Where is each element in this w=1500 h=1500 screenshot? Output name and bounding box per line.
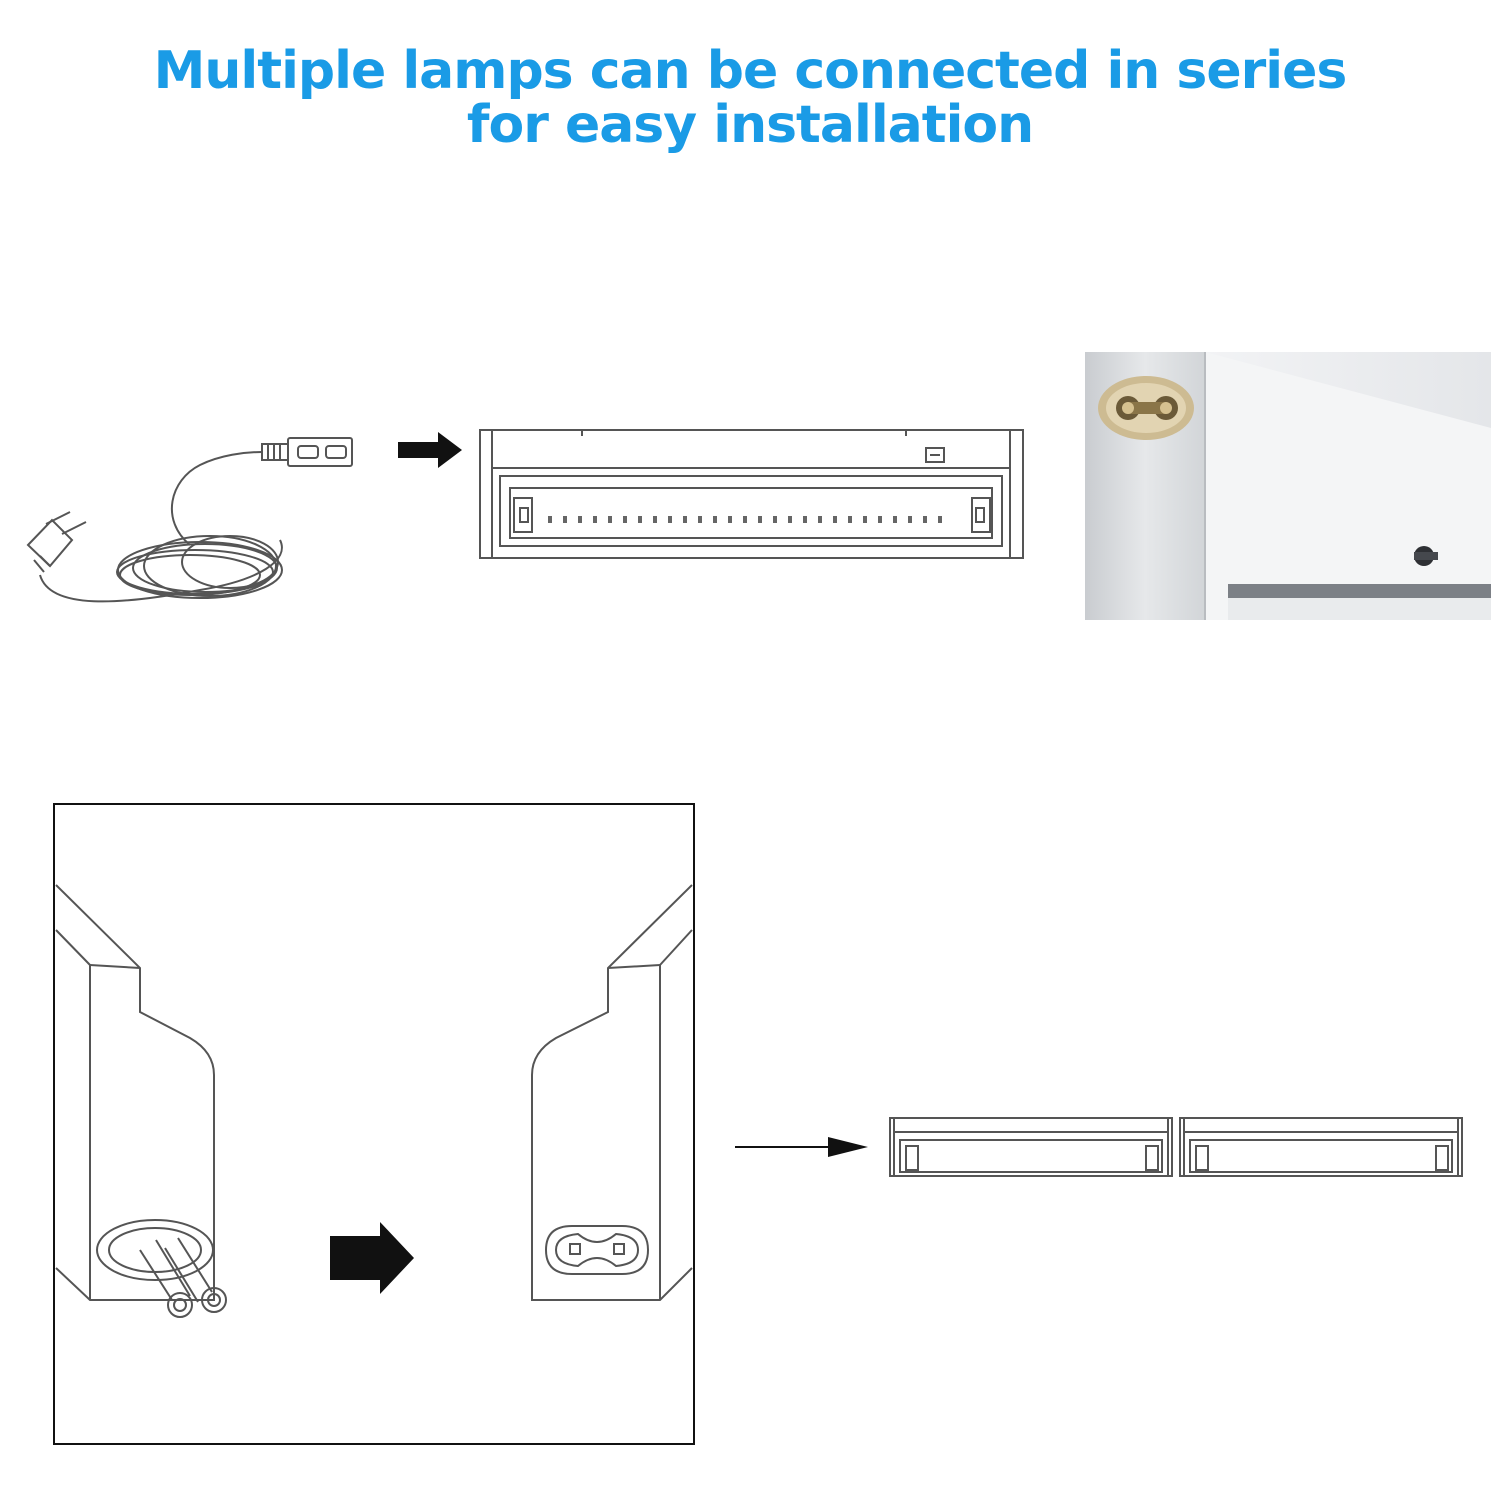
headline-line-2: for easy installation	[466, 95, 1034, 155]
thick-arrow-icon	[330, 1222, 414, 1294]
plug-end-icon	[55, 884, 227, 1318]
power-cord-icon	[26, 437, 353, 603]
led-light-bar-icon	[479, 429, 1024, 559]
thick-arrow-icon	[398, 432, 462, 468]
led-dots	[548, 516, 942, 523]
headline: Multiple lamps can be connected in serie…	[0, 44, 1500, 152]
two-lamps-in-series-icon	[889, 1117, 1463, 1177]
headline-line-1: Multiple lamps can be connected in serie…	[153, 41, 1348, 101]
connection-detail-box	[53, 803, 695, 1445]
lamp-end-socket-photo	[1085, 352, 1491, 620]
thin-arrow-icon	[735, 1137, 868, 1157]
socket-end-icon	[531, 884, 693, 1301]
